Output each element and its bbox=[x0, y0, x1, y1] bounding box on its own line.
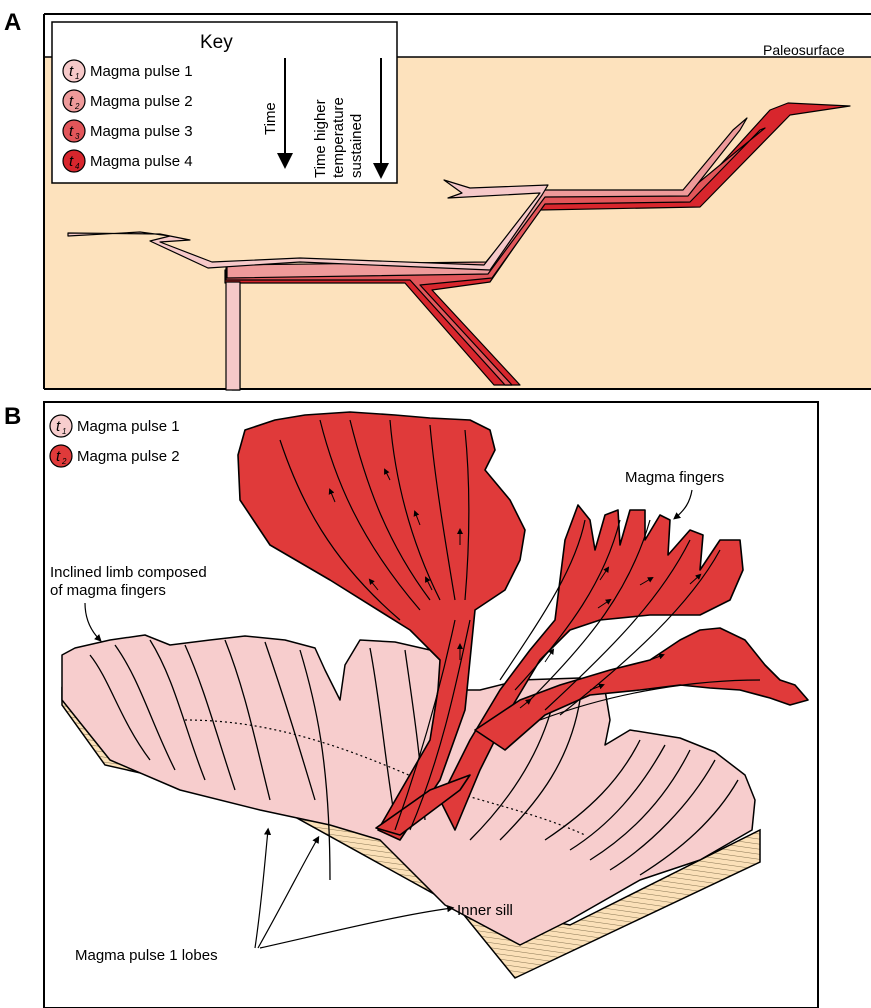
key-title: Key bbox=[200, 32, 233, 53]
inclined-limb-line-1: Inclined limb composed bbox=[50, 564, 207, 581]
pulse-badge bbox=[50, 415, 72, 437]
pulse-label: Magma pulse 4 bbox=[90, 153, 193, 170]
inner-sill-label: Inner sill bbox=[457, 902, 513, 919]
pulse-badge bbox=[63, 60, 85, 82]
panel-b-letter: B bbox=[4, 403, 21, 430]
lobes-label: Magma pulse 1 lobes bbox=[75, 947, 218, 964]
pulse-badge-subscript: 1 bbox=[75, 72, 79, 81]
paleosurface-label: Paleosurface bbox=[763, 42, 845, 58]
pulse-label: Magma pulse 2 bbox=[77, 448, 180, 465]
magma-fingers-label: Magma fingers bbox=[625, 469, 724, 486]
pulse-badge-subscript: 2 bbox=[61, 457, 67, 466]
pulse-badge-subscript: 2 bbox=[74, 102, 80, 111]
pulse-label: Magma pulse 2 bbox=[90, 93, 193, 110]
pulse-badge bbox=[50, 445, 72, 467]
pulse-label: Magma pulse 1 bbox=[77, 418, 180, 435]
time-higher-line-2: temperature bbox=[330, 97, 347, 178]
time-higher-line-3: sustained bbox=[348, 114, 365, 178]
panel-a-letter: A bbox=[4, 9, 21, 36]
pulse-1-feeder bbox=[226, 282, 240, 390]
pulse-label: Magma pulse 1 bbox=[90, 63, 193, 80]
pulse-badge bbox=[63, 90, 85, 112]
time-label: Time bbox=[262, 102, 279, 135]
pulse-badge bbox=[63, 120, 85, 142]
pulse-badge bbox=[63, 150, 85, 172]
pulse-badge-subscript: 4 bbox=[75, 162, 80, 171]
time-higher-line-1: Time higher bbox=[312, 99, 329, 178]
pulse-badge-subscript: 1 bbox=[62, 427, 66, 436]
pulse-label: Magma pulse 3 bbox=[90, 123, 193, 140]
inclined-limb-line-2: of magma fingers bbox=[50, 582, 166, 599]
pulse-badge-subscript: 3 bbox=[75, 132, 80, 141]
inner-sill-annotation: Inner sill bbox=[457, 902, 513, 919]
